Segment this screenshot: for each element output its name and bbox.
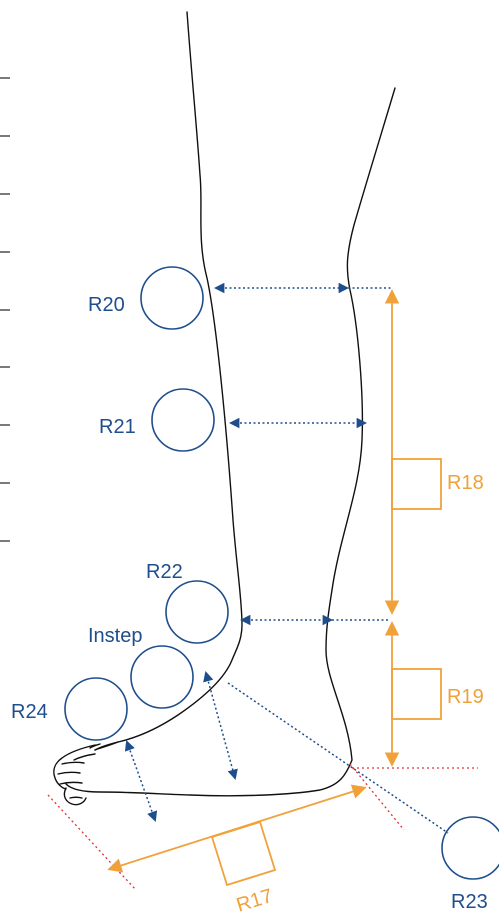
label-r24: R24 <box>11 701 48 723</box>
r18-box <box>391 458 442 510</box>
measurement-circles <box>64 266 499 880</box>
label-r18: R18 <box>447 472 484 494</box>
label-r23: R23 <box>451 891 488 913</box>
r20-circle <box>140 266 204 330</box>
r23-circle <box>441 816 499 880</box>
label-r21: R21 <box>99 416 136 438</box>
ruler-ticks <box>0 77 10 542</box>
r19-box <box>391 668 442 720</box>
instep-circle <box>130 645 194 709</box>
r17-box <box>210 820 277 887</box>
leg-outline <box>53 11 396 806</box>
label-r20: R20 <box>88 294 125 316</box>
r21-circle <box>151 388 215 452</box>
label-r22: R22 <box>146 561 183 583</box>
length-measurements <box>107 289 442 887</box>
r24-circle <box>64 677 128 741</box>
r22-circle <box>165 580 229 644</box>
label-r17: R17 <box>234 885 276 916</box>
reference-lines <box>47 763 478 891</box>
label-instep: Instep <box>88 625 142 647</box>
label-r19: R19 <box>447 686 484 708</box>
